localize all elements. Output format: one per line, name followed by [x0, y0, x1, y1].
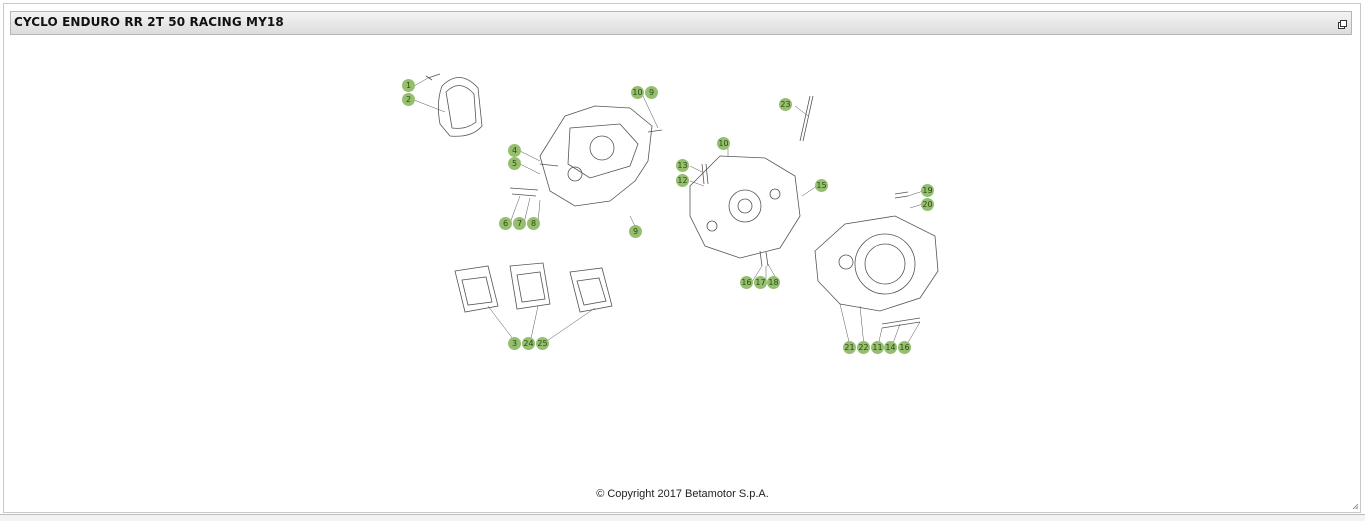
part-callout[interactable]: 9 — [629, 225, 642, 238]
part-callout[interactable]: 13 — [676, 159, 689, 172]
part-callout[interactable]: 8 — [527, 217, 540, 230]
left-crankcase-drawing — [539, 105, 653, 207]
page-title: CYCLO ENDURO RR 2T 50 RACING MY18 — [14, 15, 284, 29]
part-callout[interactable]: 11 — [871, 341, 884, 354]
part-callout[interactable]: 10 — [717, 137, 730, 150]
part-callout[interactable]: 19 — [921, 184, 934, 197]
part-callout[interactable]: 20 — [921, 198, 934, 211]
title-bar: CYCLO ENDURO RR 2T 50 RACING MY18 — [10, 11, 1352, 35]
stud-drawing — [799, 95, 814, 142]
part-callout[interactable]: 15 — [815, 179, 828, 192]
part-callout[interactable]: 25 — [536, 337, 549, 350]
part-callout[interactable]: 22 — [857, 341, 870, 354]
part-callout[interactable]: 6 — [499, 217, 512, 230]
part-callout[interactable]: 1 — [402, 79, 415, 92]
part-callout[interactable]: 9 — [645, 86, 658, 99]
part-callout[interactable]: 16 — [740, 276, 753, 289]
ignition-cover-drawing — [438, 77, 483, 137]
popout-icon[interactable] — [1338, 20, 1347, 29]
part-callout[interactable]: 3 — [508, 337, 521, 350]
reed-plate-2-drawing — [509, 262, 551, 310]
part-callout[interactable]: 2 — [402, 93, 415, 106]
viewer-frame — [3, 3, 1361, 513]
clutch-cover-drawing — [814, 215, 939, 312]
part-callout[interactable]: 14 — [884, 341, 897, 354]
part-callout[interactable]: 7 — [513, 217, 526, 230]
copyright-text: © Copyright 2017 Betamotor S.p.A. — [596, 488, 769, 500]
part-callout[interactable]: 5 — [508, 157, 521, 170]
center-crankcase-drawing — [689, 155, 801, 259]
part-callout[interactable]: 17 — [754, 276, 767, 289]
bottom-scrollbar[interactable] — [0, 514, 1365, 521]
part-callout[interactable]: 12 — [676, 174, 689, 187]
part-callout[interactable]: 24 — [522, 337, 535, 350]
part-callout[interactable]: 4 — [508, 144, 521, 157]
part-callout[interactable]: 10 — [631, 86, 644, 99]
resize-grip-icon[interactable] — [1352, 503, 1359, 510]
part-callout[interactable]: 21 — [843, 341, 856, 354]
reed-plate-1-drawing — [454, 265, 499, 313]
reed-plate-3-drawing — [569, 267, 613, 313]
part-callout[interactable]: 18 — [767, 276, 780, 289]
part-callout[interactable]: 23 — [779, 98, 792, 111]
exploded-parts-diagram — [413, 73, 939, 347]
part-callout[interactable]: 16 — [898, 341, 911, 354]
